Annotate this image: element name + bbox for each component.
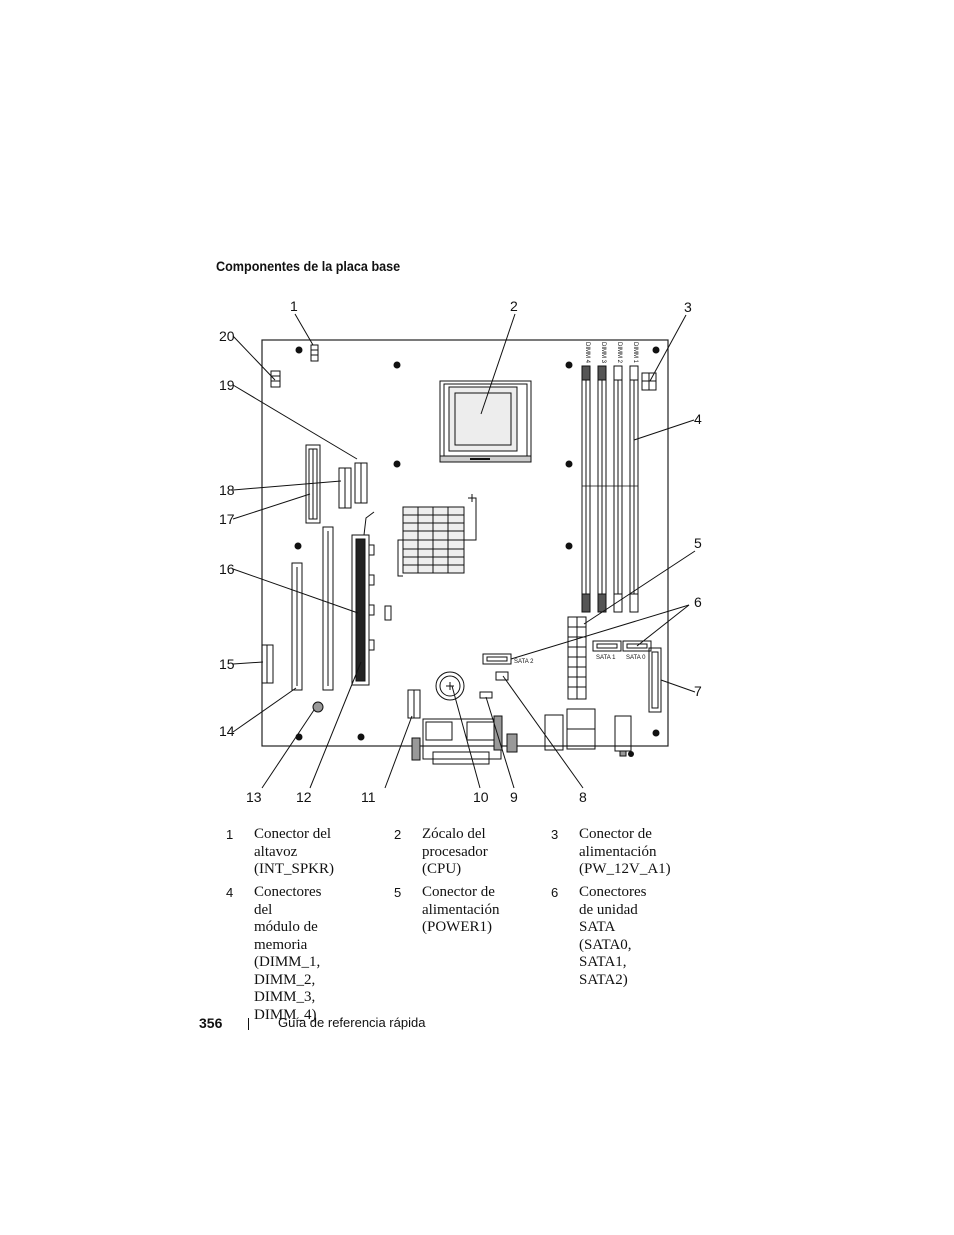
usb-header — [407, 689, 421, 719]
legend-number: 4 — [226, 885, 234, 900]
rear-io-panel — [411, 708, 632, 765]
page-number: 356 — [199, 1015, 223, 1031]
dimm1-label: DIMM 1 — [632, 342, 638, 364]
fan-connector-2 — [495, 671, 509, 681]
main-power-connector — [567, 616, 587, 700]
sata2-label: SATA 2 — [514, 659, 534, 665]
sata0-label: SATA 0 — [626, 655, 646, 661]
callout-8: 8 — [579, 789, 587, 805]
callout-7: 7 — [694, 683, 702, 699]
footer-title: Guía de referencia rápida — [278, 1015, 426, 1030]
callout-12: 12 — [296, 789, 312, 805]
serial-header — [354, 462, 368, 504]
fan-connector — [270, 370, 281, 388]
chipset-heatsink — [397, 494, 477, 577]
callout-17: 17 — [219, 511, 235, 527]
leader-lines — [232, 313, 696, 789]
legend-number: 3 — [551, 827, 559, 842]
callout-18: 18 — [219, 482, 235, 498]
battery-socket — [435, 671, 465, 701]
speaker-connector — [310, 344, 319, 362]
pw12v-connector — [641, 372, 657, 391]
callout-4: 4 — [694, 411, 702, 427]
sata0-connector — [622, 640, 652, 652]
front-panel-connector — [338, 467, 352, 509]
callout-10: 10 — [473, 789, 489, 805]
legend-text: Conector del altavoz(INT_SPKR) — [254, 826, 335, 877]
section-heading: Componentes de la placa base — [216, 258, 401, 274]
callout-6: 6 — [694, 594, 702, 610]
sata1-label: SATA 1 — [596, 655, 616, 661]
callout-19: 19 — [219, 377, 235, 393]
dimm2-label: DIMM 2 — [616, 342, 622, 364]
callout-14: 14 — [219, 723, 235, 739]
legend-number: 1 — [226, 827, 234, 842]
callout-9: 9 — [510, 789, 518, 805]
jumper — [384, 605, 392, 621]
pci-slot-2 — [322, 526, 334, 691]
callout-15: 15 — [219, 656, 235, 672]
callout-5: 5 — [694, 535, 702, 551]
sata1-connector — [592, 640, 622, 652]
callout-1: 1 — [290, 298, 298, 314]
callout-13: 13 — [246, 789, 262, 805]
legend-number: 6 — [551, 885, 559, 900]
callout-2: 2 — [510, 298, 518, 314]
audio-component — [312, 701, 324, 713]
dimm-slots — [581, 365, 639, 613]
footer-separator — [248, 1018, 249, 1030]
mounting-holes — [294, 346, 660, 757]
dimm4-label: DIMM 4 — [584, 342, 590, 364]
pci-slot-1 — [291, 562, 303, 691]
callout-16: 16 — [219, 561, 235, 577]
callout-11: 11 — [361, 789, 376, 805]
pcie-x16-slot — [351, 511, 375, 686]
ieee1394-connector — [261, 644, 274, 684]
callout-3: 3 — [684, 299, 692, 315]
cpu-socket — [439, 380, 532, 463]
legend-number: 2 — [394, 827, 402, 842]
dimm3-label: DIMM 3 — [600, 342, 606, 364]
legend-number: 5 — [394, 885, 402, 900]
callout-20: 20 — [219, 328, 235, 344]
